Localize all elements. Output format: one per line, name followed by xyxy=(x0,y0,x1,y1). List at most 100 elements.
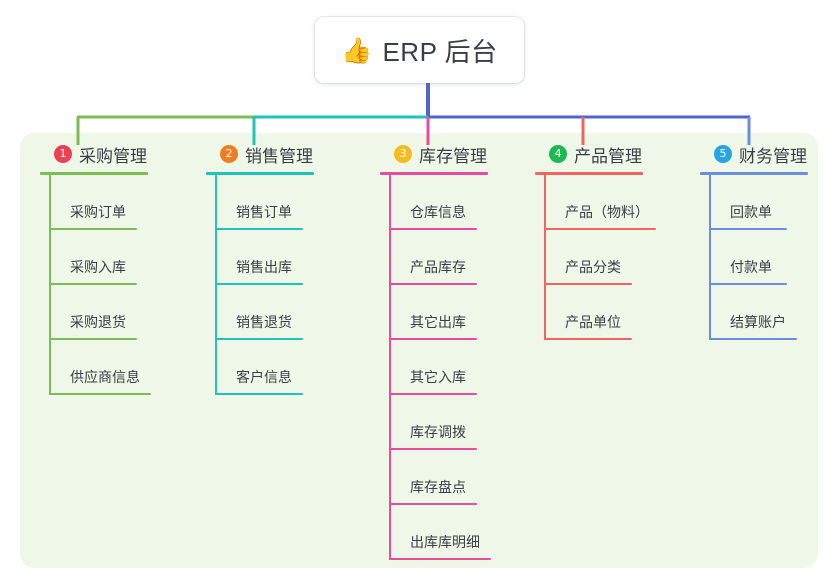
list-item-label: 采购退货 xyxy=(70,314,126,330)
branch-rule-4 xyxy=(535,172,643,175)
branch-rule-2 xyxy=(206,172,314,175)
list-item-label: 库存盘点 xyxy=(410,479,466,495)
list-item[interactable]: 付款单 xyxy=(700,230,839,285)
branch-title-5: 财务管理 xyxy=(739,146,807,166)
list-item-rule xyxy=(49,338,137,340)
branch-children-5: 回款单 付款单 结算账户 xyxy=(700,175,839,340)
branch-rule-5 xyxy=(700,172,808,175)
branch-header-3[interactable]: 3 库存管理 xyxy=(380,140,540,168)
list-item-rule xyxy=(389,338,477,340)
list-item[interactable]: 销售出库 xyxy=(206,230,356,285)
list-item-rule xyxy=(544,338,632,340)
list-item[interactable]: 产品（物料） xyxy=(535,175,695,230)
branch-children-4: 产品（物料） 产品分类 产品单位 xyxy=(535,175,695,340)
branch-spine-1 xyxy=(49,175,51,395)
list-item[interactable]: 供应商信息 xyxy=(40,340,190,395)
branch-column-5: 5 财务管理 回款单 付款单 结算账户 xyxy=(700,140,839,340)
branch-rule-1 xyxy=(40,172,148,175)
list-item[interactable]: 其它出库 xyxy=(380,285,540,340)
list-item-rule xyxy=(389,503,477,505)
list-item[interactable]: 产品单位 xyxy=(535,285,695,340)
root-node[interactable]: 👍 ERP 后台 xyxy=(315,17,524,83)
branch-spine-5 xyxy=(709,175,711,340)
list-item-label: 销售出库 xyxy=(236,259,292,275)
branch-rule-3 xyxy=(380,172,488,175)
branch-badge-5: 5 xyxy=(714,145,732,163)
list-item[interactable]: 库存调拨 xyxy=(380,395,540,450)
list-item-rule xyxy=(544,228,656,230)
list-item[interactable]: 销售退货 xyxy=(206,285,356,340)
list-item-label: 付款单 xyxy=(730,259,772,275)
branch-column-2: 2 销售管理 销售订单 销售出库 销售退货 客户信息 xyxy=(206,140,356,395)
list-item-label: 销售退货 xyxy=(236,314,292,330)
list-item-label: 产品单位 xyxy=(565,314,621,330)
branches-panel xyxy=(20,133,818,568)
list-item[interactable]: 产品库存 xyxy=(380,230,540,285)
branch-spine-2 xyxy=(215,175,217,395)
branch-column-3: 3 库存管理 仓库信息 产品库存 其它出库 其它入库 库存调拨 xyxy=(380,140,540,560)
list-item-label: 出库库明细 xyxy=(410,534,480,550)
list-item-label: 采购入库 xyxy=(70,259,126,275)
branch-badge-2: 2 xyxy=(220,145,238,163)
list-item-label: 产品库存 xyxy=(410,259,466,275)
branch-header-1[interactable]: 1 采购管理 xyxy=(40,140,190,168)
list-item[interactable]: 仓库信息 xyxy=(380,175,540,230)
list-item-rule xyxy=(389,448,477,450)
list-item-label: 采购订单 xyxy=(70,204,126,220)
branch-title-3: 库存管理 xyxy=(419,146,487,166)
list-item-rule xyxy=(389,558,491,560)
branch-title-1: 采购管理 xyxy=(79,146,147,166)
branch-children-2: 销售订单 销售出库 销售退货 客户信息 xyxy=(206,175,356,395)
list-item-label: 仓库信息 xyxy=(410,204,466,220)
list-item-label: 产品分类 xyxy=(565,259,621,275)
list-item[interactable]: 回款单 xyxy=(700,175,839,230)
list-item-rule xyxy=(389,283,477,285)
list-item-rule xyxy=(49,228,137,230)
list-item-rule xyxy=(49,393,151,395)
root-title: ERP 后台 xyxy=(382,36,498,67)
branch-badge-1: 1 xyxy=(54,145,72,163)
list-item-rule xyxy=(215,283,303,285)
list-item[interactable]: 客户信息 xyxy=(206,340,356,395)
list-item-label: 回款单 xyxy=(730,204,772,220)
list-item-label: 销售订单 xyxy=(236,204,292,220)
list-item[interactable]: 结算账户 xyxy=(700,285,839,340)
branch-badge-4: 4 xyxy=(549,145,567,163)
list-item-label: 其它入库 xyxy=(410,369,466,385)
list-item[interactable]: 销售订单 xyxy=(206,175,356,230)
list-item-rule xyxy=(389,228,477,230)
branch-children-1: 采购订单 采购入库 采购退货 供应商信息 xyxy=(40,175,190,395)
branch-title-4: 产品管理 xyxy=(574,146,642,166)
list-item-rule xyxy=(709,283,787,285)
list-item-rule xyxy=(49,283,137,285)
list-item-rule xyxy=(544,283,632,285)
list-item[interactable]: 出库库明细 xyxy=(380,505,540,560)
list-item-rule xyxy=(709,228,787,230)
list-item-label: 客户信息 xyxy=(236,369,292,385)
list-item[interactable]: 库存盘点 xyxy=(380,450,540,505)
list-item[interactable]: 采购订单 xyxy=(40,175,190,230)
list-item-label: 供应商信息 xyxy=(70,369,140,385)
list-item-rule xyxy=(215,338,303,340)
thumbs-up-icon: 👍 xyxy=(341,36,373,65)
list-item-rule xyxy=(389,393,477,395)
list-item-label: 其它出库 xyxy=(410,314,466,330)
list-item-rule xyxy=(215,228,303,230)
list-item[interactable]: 采购退货 xyxy=(40,285,190,340)
list-item-label: 库存调拨 xyxy=(410,424,466,440)
branch-title-2: 销售管理 xyxy=(245,146,313,166)
branch-header-5[interactable]: 5 财务管理 xyxy=(700,140,839,168)
branch-badge-3: 3 xyxy=(394,145,412,163)
branch-header-4[interactable]: 4 产品管理 xyxy=(535,140,695,168)
branch-header-2[interactable]: 2 销售管理 xyxy=(206,140,356,168)
list-item[interactable]: 采购入库 xyxy=(40,230,190,285)
list-item[interactable]: 产品分类 xyxy=(535,230,695,285)
list-item-rule xyxy=(215,393,303,395)
list-item[interactable]: 其它入库 xyxy=(380,340,540,395)
list-item-rule xyxy=(709,338,797,340)
branch-column-4: 4 产品管理 产品（物料） 产品分类 产品单位 xyxy=(535,140,695,340)
list-item-label: 产品（物料） xyxy=(565,204,649,220)
branch-spine-3 xyxy=(389,175,391,560)
branch-spine-4 xyxy=(544,175,546,340)
